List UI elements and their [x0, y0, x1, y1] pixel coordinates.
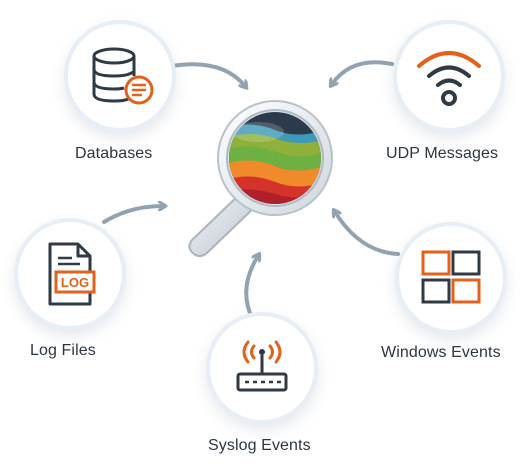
windows-logo-icon [421, 250, 481, 304]
udp-messages-label: UDP Messages [386, 145, 499, 162]
windows-events-node [395, 222, 507, 334]
router-icon [236, 340, 288, 392]
wifi-signal-icon [417, 51, 481, 106]
arrow-udp [332, 60, 394, 84]
udp-messages-node [393, 20, 505, 132]
log-files-node: LOG [14, 218, 126, 330]
arrow-windows [335, 212, 400, 256]
arrow-databases [170, 62, 245, 86]
syslog-events-label: Syslog Events [208, 437, 311, 454]
arrow-syslog [244, 256, 258, 320]
arrow-logfiles [102, 206, 163, 224]
log-files-label: Log Files [30, 342, 96, 359]
syslog-events-node [206, 312, 318, 424]
log-file-icon-text: LOG [61, 275, 89, 290]
windows-events-label: Windows Events [381, 344, 501, 361]
database-icon [92, 47, 154, 105]
databases-node [64, 20, 176, 132]
databases-label: Databases [75, 145, 153, 162]
log-file-icon: LOG [48, 242, 96, 306]
magnifying-glass-icon [188, 100, 333, 258]
